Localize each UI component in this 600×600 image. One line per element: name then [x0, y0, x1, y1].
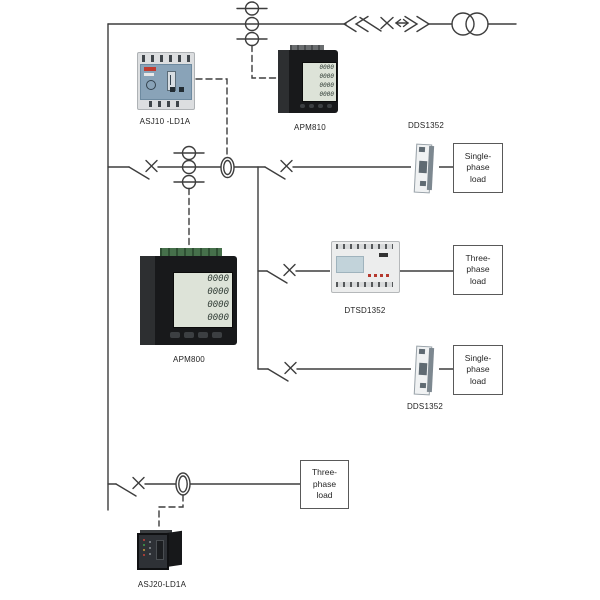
breaker-symbol: [115, 476, 145, 497]
brand-chip: [144, 67, 156, 71]
device-label-asj20: ASJ20-LD1A: [137, 580, 187, 589]
panel-key: [179, 87, 184, 92]
terminal-row: [290, 45, 324, 51]
asj10-device-image: [137, 52, 195, 110]
apm810-side: [278, 50, 289, 113]
lcd-row: 0000: [319, 82, 334, 89]
device-label-dds1352-mid: DDS1352: [406, 402, 444, 411]
device-label-apm810: APM810: [294, 123, 326, 132]
load-label-line: load: [469, 375, 487, 386]
label-chip: [144, 73, 154, 76]
ct-ring-icon: [175, 472, 191, 496]
lcd-display: 0000 0000 0000 0000: [173, 272, 233, 328]
dds1352-top-device-image: [411, 141, 439, 195]
terminal-row: [142, 55, 190, 62]
top-bus-line: [107, 23, 517, 511]
dial-icon: [146, 80, 156, 90]
device-label-apm800: APM800: [173, 355, 205, 364]
apm810-device-image: 0000 0000 0000 0000: [278, 45, 338, 118]
terminal-row: [160, 248, 222, 257]
drawout-breaker-symbol: [342, 15, 431, 33]
breaker-symbol: [267, 361, 297, 382]
apm800-device-image: 0000 0000 0000 0000: [140, 248, 237, 347]
lcd-display: [336, 256, 364, 273]
ct-stack-icon: [236, 1, 268, 47]
terminal-row: [149, 101, 183, 107]
lcd-row: 0000: [207, 313, 229, 323]
slider-mark: [170, 75, 171, 85]
breaker-symbol: [128, 159, 158, 180]
breaker-symbol: [266, 263, 296, 284]
asj20-top-edge: [140, 530, 172, 534]
button-row: [170, 332, 222, 338]
device-label-asj10: ASJ10 -LD1A: [139, 117, 191, 126]
load-label-line: Three-phase: [465, 252, 491, 275]
asj20-device-image: [135, 527, 185, 572]
ct-ring-icon: [220, 156, 235, 179]
lcd-display: 0000 0000 0000 0000: [302, 62, 337, 102]
signal-dashed-line: [251, 44, 278, 79]
lcd-row: 0000: [319, 64, 334, 71]
button-row: [300, 104, 332, 108]
load-box-single-phase-2: Single-phase load: [453, 345, 503, 395]
panel-key: [170, 87, 175, 92]
lcd-row: 0000: [207, 300, 229, 310]
asj10-front-panel: [140, 64, 192, 100]
breaker-symbol: [264, 159, 293, 180]
lcd-row: 0000: [207, 287, 229, 297]
device-label-dtsd1352: DTSD1352: [344, 306, 386, 315]
load-label-line: load: [316, 490, 333, 501]
lcd-row: 0000: [319, 91, 334, 98]
signal-dashed-line: [158, 494, 184, 527]
load-box-three-phase-1: Three-phase load: [453, 245, 503, 295]
ct-stack-icon: [173, 145, 205, 190]
display-chip: [379, 253, 388, 257]
load-box-three-phase-2: Three-phase load: [300, 460, 349, 509]
asj20-front-panel: [137, 533, 169, 570]
lcd-row: 0000: [319, 73, 334, 80]
load-label-line: load: [469, 275, 487, 286]
lcd-row: 0000: [207, 274, 229, 284]
load-label-line: Three-phase: [311, 467, 338, 489]
asj20-window: [156, 540, 164, 560]
load-box-single-phase-1: Single-phase load: [453, 143, 503, 193]
dtsd1352-device-image: [330, 238, 400, 295]
dds1352-mid-device-image: [411, 343, 439, 397]
apm800-side: [140, 256, 155, 345]
device-label-dds1352-top: DDS1352: [407, 121, 445, 130]
transformer-icon: [451, 12, 489, 36]
signal-dashed-line: [195, 78, 228, 157]
load-label-line: load: [469, 173, 487, 184]
load-label-line: Single-phase: [464, 150, 492, 173]
load-label-line: Single-phase: [464, 352, 492, 375]
